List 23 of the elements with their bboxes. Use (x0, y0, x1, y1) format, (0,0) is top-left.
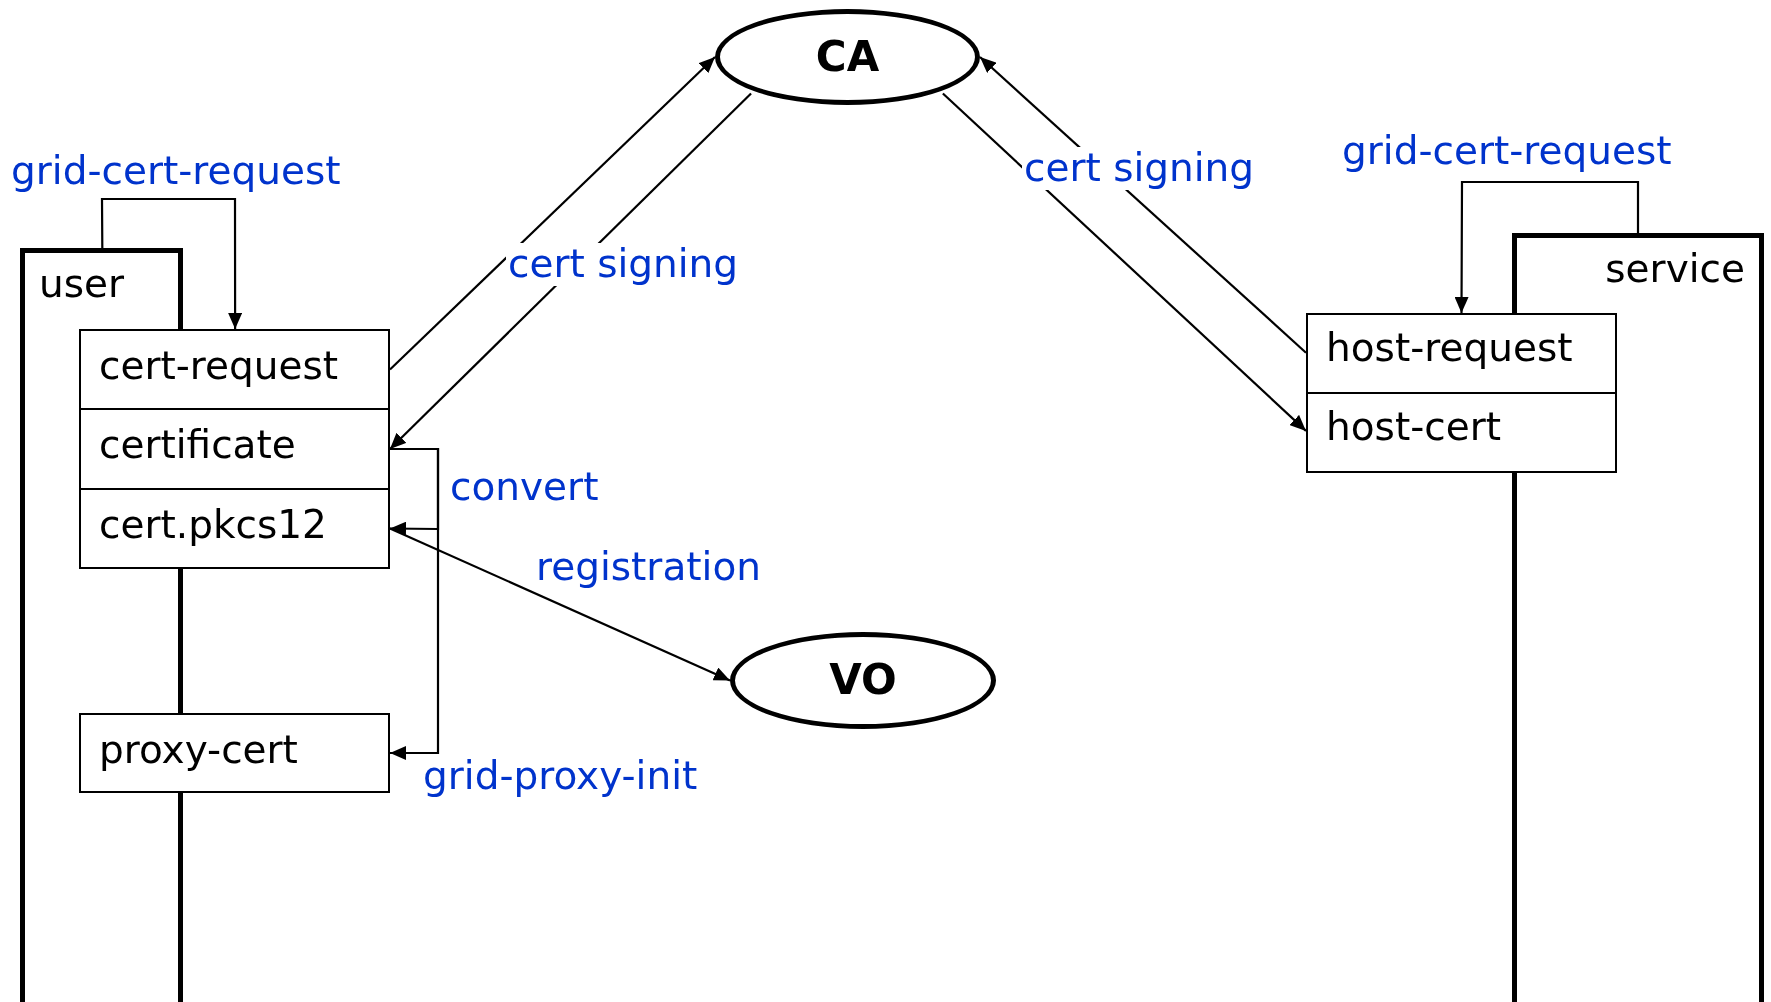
arrow (389, 56, 716, 371)
process-box (1306, 392, 1617, 473)
arrow (389, 527, 731, 682)
arrow (389, 92, 752, 450)
arrow (1454, 180, 1640, 313)
node-label: service (1605, 248, 1745, 291)
process-box (79, 408, 390, 490)
node-label: proxy-cert (99, 729, 298, 772)
process-box (79, 329, 390, 410)
node-label: VO (829, 657, 897, 704)
arrow (100, 197, 243, 329)
arrow (390, 447, 440, 760)
arrow (942, 92, 1307, 432)
node-label: host-request (1326, 327, 1573, 370)
node-label: user (39, 263, 125, 306)
node-label: host-cert (1326, 406, 1502, 449)
node-label: CA (815, 33, 880, 81)
process-box (1306, 313, 1617, 394)
process-box (79, 713, 390, 793)
node-label: cert-request (99, 345, 339, 388)
node-label: certificate (99, 424, 296, 467)
process-box (79, 488, 390, 569)
node-label: cert.pkcs12 (99, 504, 327, 547)
